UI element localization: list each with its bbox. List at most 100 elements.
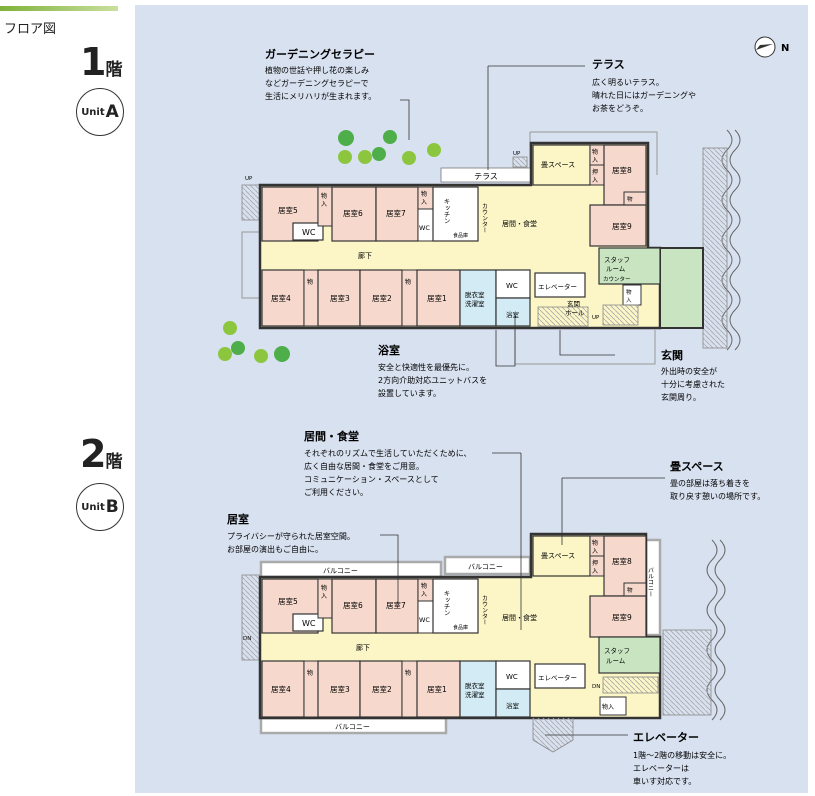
callout-room: 居室 プライバシーが守られた居室空間。 お部屋の演出もご自由に。 [227, 512, 355, 554]
storage-label: 入 [421, 591, 427, 598]
storage-label: 物 [421, 582, 427, 590]
storage-label: 物 [592, 539, 598, 547]
unit-b-prefix: Unit [81, 501, 105, 513]
callout-terrace-line: お茶をどうぞ。 [592, 103, 648, 113]
storage-label: 物 [421, 190, 427, 198]
floor2-label: 2階 [80, 432, 122, 476]
callout-terrace-line: 広く明るいテラス。 [592, 77, 664, 87]
storage-label: 物 [592, 148, 598, 156]
room-1-label: 居室1 [427, 684, 447, 694]
wc-label: WC [419, 616, 430, 624]
kitchen-label: キッチン [442, 198, 450, 224]
room-8-label: 居室8 [612, 165, 632, 175]
unit-b-letter: B [105, 497, 119, 517]
callout-terrace-line: 晴れた日にはガーデニングや [592, 90, 696, 100]
corridor-label: 廊下 [358, 251, 372, 260]
staff-counter-label: カウンター [603, 275, 631, 283]
callout-room-line: お部屋の演出もご自由に。 [227, 544, 323, 554]
terrace-label: テラス [474, 172, 498, 181]
oshi-label: 入 [592, 568, 598, 575]
room-6-label: 居室6 [343, 600, 363, 610]
page-title: フロア図 [4, 22, 57, 37]
storage-label: 物 [627, 195, 633, 203]
storage-label: 入 [592, 157, 598, 164]
balcony-label: バルコニー [468, 563, 503, 571]
wc-label: WC [419, 224, 430, 232]
callout-living-title: 居間・食堂 [304, 429, 359, 443]
callout-elevator-line: 1階～2階の移動は安全に。 [633, 750, 731, 760]
callout-bath-line: 設置しています。 [378, 388, 441, 398]
floor2-suffix: 階 [105, 452, 122, 472]
staff-room-label-2: ルーム [606, 265, 626, 273]
room-5-label: 居室5 [278, 596, 298, 606]
callout-entrance-line: 玄関周り。 [661, 392, 701, 402]
compass-icon: N [754, 36, 789, 58]
floor1-suffix: 階 [105, 60, 122, 80]
callout-living-line: それぞれのリズムで生活していただくために、 [304, 448, 472, 458]
balcony-label: バルコニー [335, 723, 370, 731]
callout-elevator-line: エレベーターは [633, 764, 689, 773]
callout-gardening-title: ガーデニングセラピー [265, 47, 375, 61]
room-7-label: 居室7 [386, 600, 406, 610]
storage-label: 物 [321, 584, 327, 592]
callout-tatami: 畳スペース 畳の部屋は落ち着きを 取り戻す憩いの場所です。 [562, 460, 765, 501]
wc-label: WC [302, 228, 316, 237]
callout-terrace: テラス 広く明るいテラス。 晴れた日にはガーデニングや お茶をどうぞ。 [488, 58, 696, 113]
storage-label: 物入 [602, 703, 614, 711]
wc-label: WC [506, 282, 518, 290]
living-label: 居間・食堂 [502, 613, 537, 622]
oshi-label: 押 [592, 168, 598, 176]
dressing-room-label: 脱衣室 [465, 290, 485, 299]
tatami-label: 畳スペース [541, 552, 575, 560]
elevator-label: エレベーター [538, 673, 577, 682]
balcony-label: バルコニー [647, 567, 654, 597]
down-label: DN [243, 636, 251, 642]
callout-living-line: 広く自由な居間・食堂をご用意。 [304, 461, 424, 471]
up-label: UP [245, 176, 253, 182]
callout-entrance-line: 十分に考慮された [661, 379, 725, 389]
storage-label: 入 [321, 201, 327, 208]
callout-tatami-title: 畳スペース [670, 460, 724, 473]
storage-label: 物 [307, 669, 313, 677]
pantry-label: 食品庫 [453, 624, 468, 631]
storage-label: 物 [405, 278, 411, 286]
wc-label: WC [302, 619, 316, 628]
callout-bath-line: 安全と快適性を最優先に。 [378, 362, 474, 372]
floor-plan-svg: N テラス [218, 36, 789, 786]
bath-label: 浴室 [506, 701, 520, 710]
pantry-label: 食品庫 [453, 232, 468, 239]
room-5-label: 居室5 [278, 205, 298, 215]
callout-gardening-line: などガーデニングセラピーで [265, 78, 369, 88]
callout-gardening: ガーデニングセラピー 植物の世話や押し花の楽しみ などガーデニングセラピーで 生… [265, 47, 376, 101]
room-9-label: 居室9 [612, 612, 632, 622]
hall-label: ホール [565, 309, 585, 317]
room-2-label: 居室2 [372, 684, 392, 694]
floor2-plan: バルコニー バルコニー バルコニー バルコニー 居室5 WC 物 入 居室6 居… [241, 453, 726, 753]
callout-entrance: 玄関 外出時の安全が 十分に考慮された 玄関周り。 [661, 348, 725, 402]
entrance-label: 玄関 [567, 299, 580, 308]
storage-label: 物 [405, 669, 411, 677]
wc-label: WC [506, 673, 518, 681]
room-9-label: 居室9 [612, 221, 632, 231]
room-8-label: 居室8 [612, 556, 632, 566]
garden-trees [218, 130, 441, 363]
bath-label: 浴室 [506, 310, 520, 319]
room-4-label: 居室4 [271, 684, 291, 694]
counter-label: カウンター [481, 203, 488, 233]
callout-living-line: ご利用ください。 [304, 487, 368, 497]
floor1-number: 1 [80, 40, 106, 84]
callout-room-title: 居室 [227, 512, 249, 526]
floor1-label: 1階 [80, 40, 122, 84]
floor2-number: 2 [80, 432, 106, 476]
staff-room-label-2: ルーム [606, 657, 626, 665]
corridor-label: 廊下 [356, 643, 370, 652]
down-label: DN [592, 684, 600, 690]
callout-bath: 浴室 安全と快適性を最優先に。 2方向介助対応ユニットバスを 設置しています。 [378, 343, 487, 398]
garden-courtyard [659, 247, 704, 329]
storage-label: 入 [626, 298, 632, 304]
storage-label: 物 [321, 192, 327, 200]
room-7-label: 居室7 [386, 208, 406, 218]
callout-tatami-line: 取り戻す憩いの場所です。 [670, 491, 765, 501]
callout-terrace-title: テラス [592, 58, 625, 71]
